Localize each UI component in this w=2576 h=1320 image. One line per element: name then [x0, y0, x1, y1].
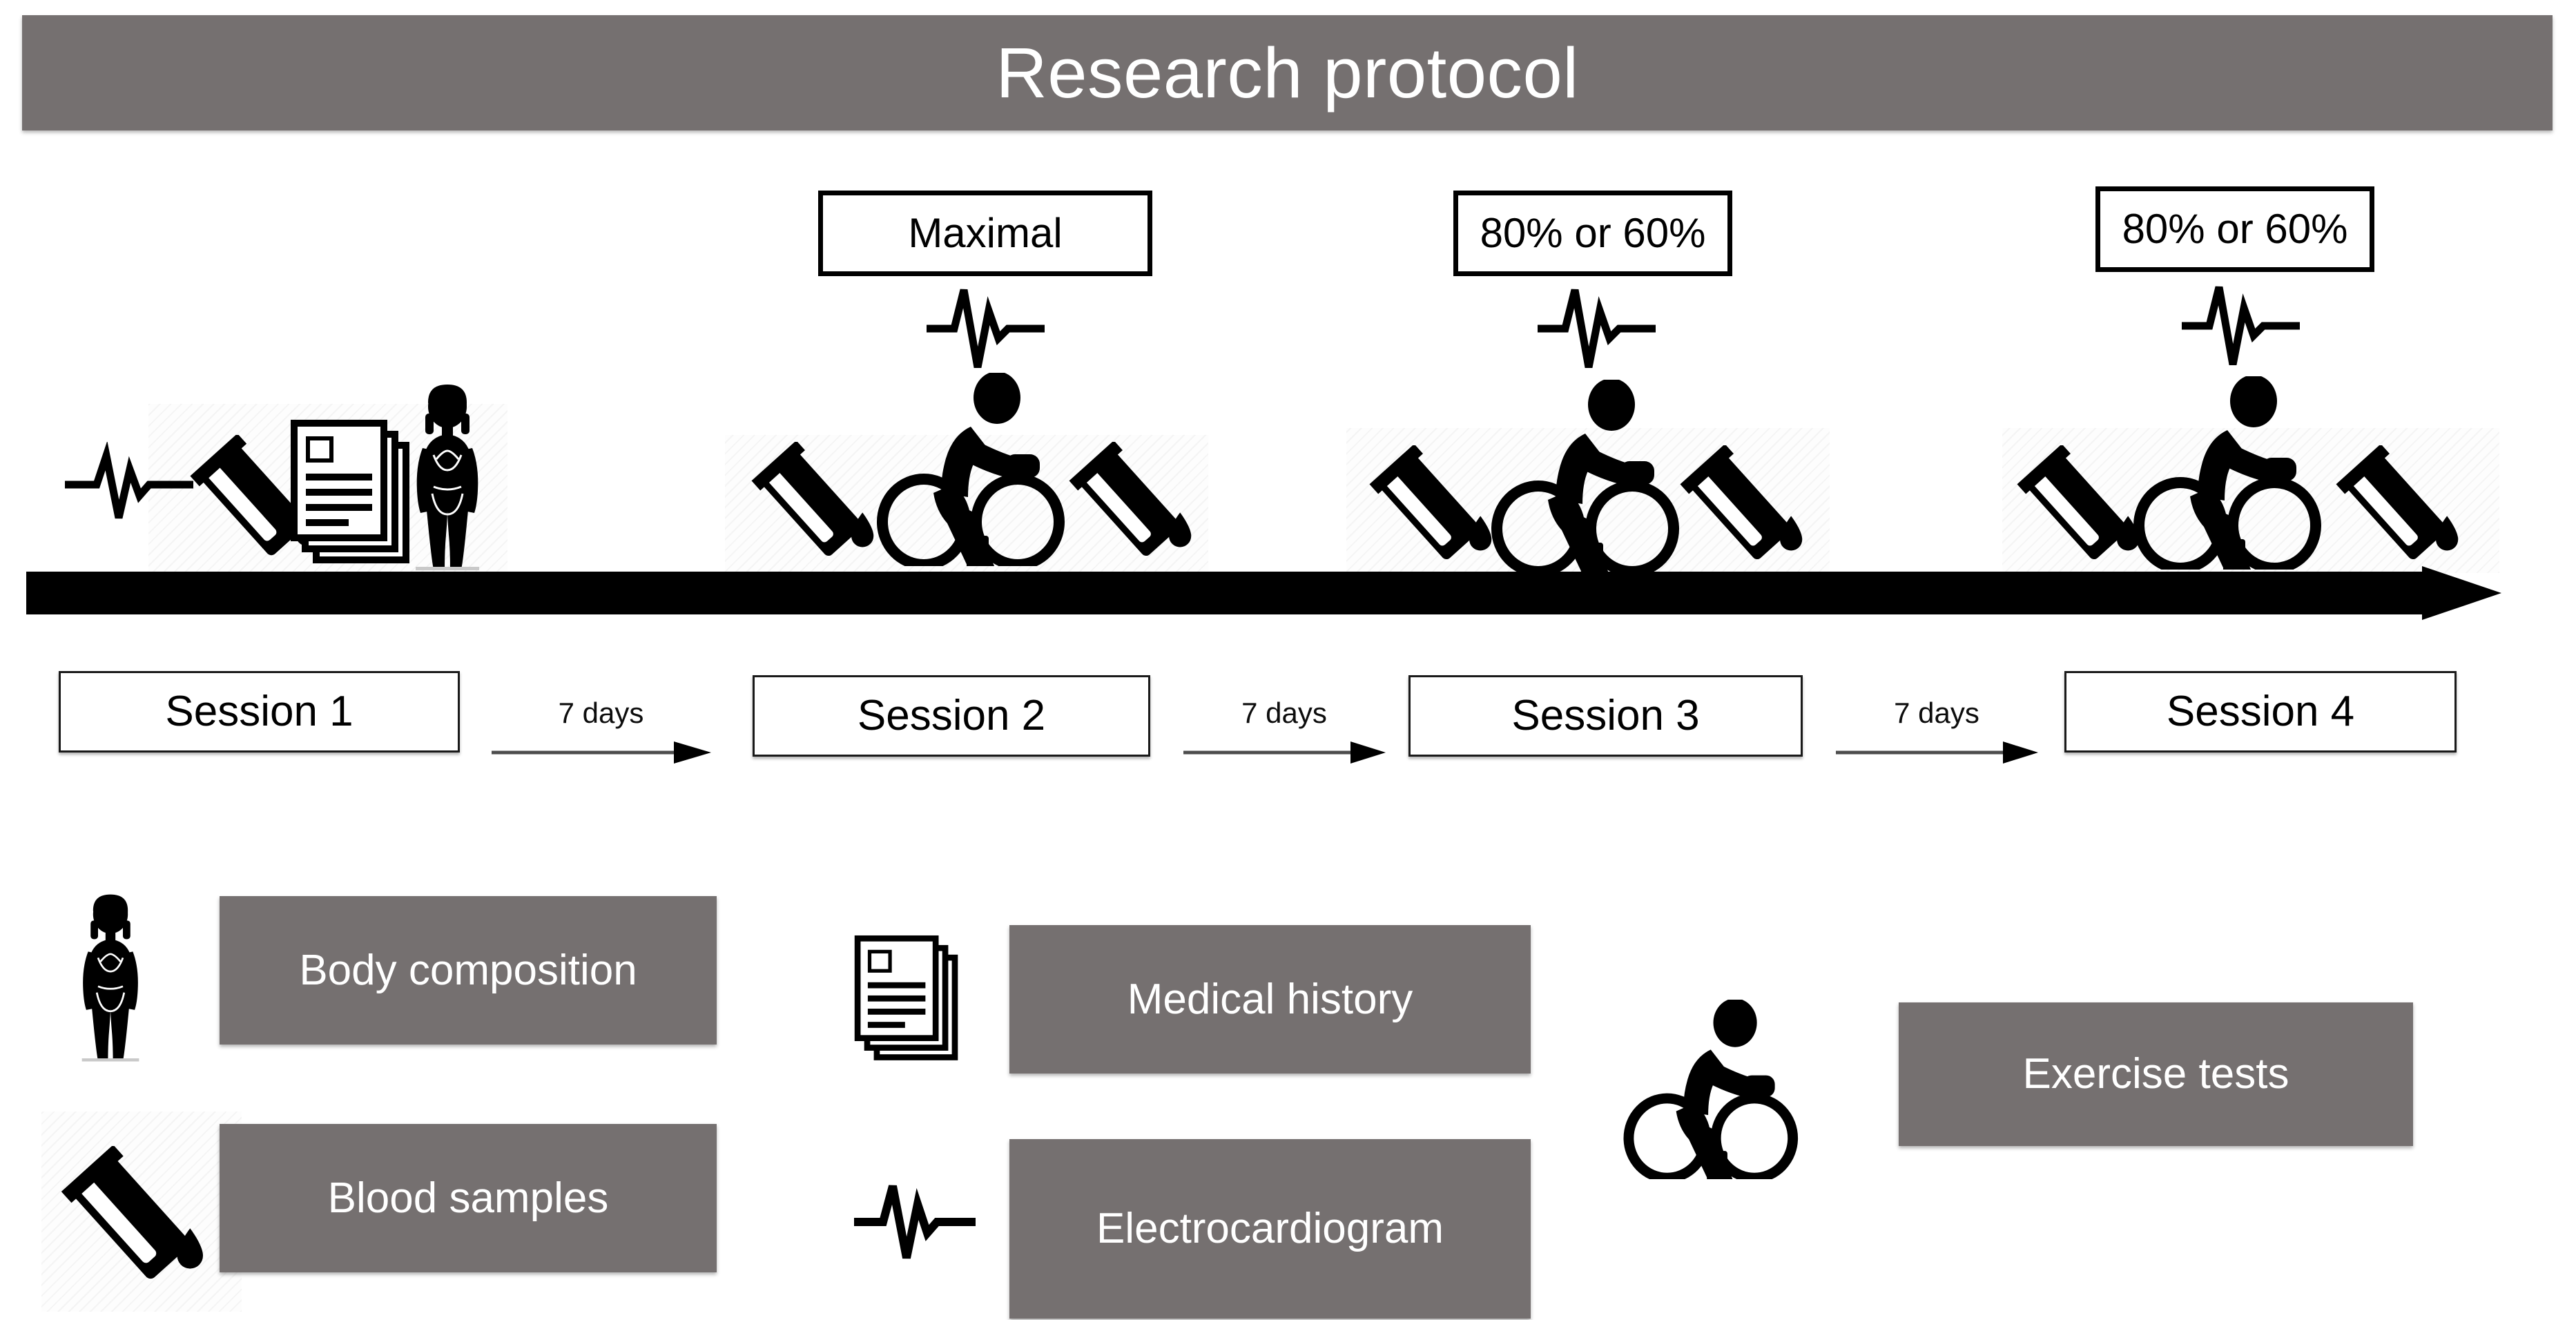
ecg-icon: [1536, 279, 1657, 372]
blood-tube-icon: [1678, 445, 1809, 570]
session-label: Session 3: [1511, 692, 1700, 739]
intensity-label: 80% or 60%: [1480, 210, 1706, 256]
legend-box-exercise-tests[interactable]: Exercise tests: [1899, 1002, 2413, 1146]
blood-tube-icon: [1367, 445, 1498, 570]
intensity-label: 80% or 60%: [2122, 206, 2348, 252]
session-label: Session 4: [2166, 688, 2355, 735]
intensity-box-session3: 80% or 60%: [1453, 191, 1732, 276]
ecg-icon: [853, 1174, 977, 1263]
session-label: Session 1: [165, 688, 354, 735]
intensity-box-session4: 80% or 60%: [2095, 186, 2374, 272]
legend-box-blood-samples[interactable]: Blood samples: [220, 1124, 717, 1272]
gap-arrow-icon: [489, 739, 713, 766]
gap-label: 7 days: [1241, 697, 1327, 729]
legend-label: Blood samples: [327, 1174, 609, 1222]
blood-tube-icon: [2334, 445, 2465, 570]
legend-box-medical-history[interactable]: Medical history: [1009, 925, 1531, 1074]
gap-label: 7 days: [1894, 697, 1979, 729]
legend-label: Body composition: [299, 946, 637, 994]
session-box-2[interactable]: Session 2: [753, 675, 1150, 757]
title-bar: Research protocol: [22, 15, 2553, 130]
session-box-1[interactable]: Session 1: [59, 671, 460, 753]
body-composition-icon: [69, 892, 152, 1065]
cyclist-icon: [1616, 1000, 1802, 1179]
session-box-4[interactable]: Session 4: [2064, 671, 2457, 753]
ecg-icon: [64, 442, 195, 525]
cyclist-icon: [869, 373, 1069, 566]
legend-label: Medical history: [1127, 975, 1413, 1023]
gap-2: 7 days: [1181, 699, 1388, 766]
gap-label: 7 days: [558, 697, 644, 729]
cyclist-icon: [2125, 376, 2325, 570]
legend-label: Exercise tests: [2022, 1050, 2289, 1098]
timeline-arrow: [26, 566, 2501, 620]
hatch-panel-legend-blood: [41, 1112, 242, 1312]
blood-tube-icon: [1067, 442, 1198, 566]
gap-1: 7 days: [489, 699, 713, 766]
page-title: Research protocol: [996, 33, 1579, 113]
session-label: Session 2: [857, 692, 1046, 739]
legend-label: Electrocardiogram: [1096, 1205, 1444, 1252]
session-box-3[interactable]: Session 3: [1408, 675, 1803, 757]
legend-box-electrocardiogram[interactable]: Electrocardiogram: [1009, 1139, 1531, 1319]
cyclist-icon: [1483, 380, 1683, 573]
legend-box-body-composition[interactable]: Body composition: [220, 896, 717, 1045]
ecg-icon: [2180, 276, 2301, 369]
medical-documents-icon: [851, 931, 971, 1069]
blood-tube-icon: [59, 1146, 211, 1291]
blood-tube-icon: [2015, 445, 2146, 570]
gap-3: 7 days: [1833, 699, 2040, 766]
body-composition-icon: [406, 382, 489, 574]
intensity-box-session2: Maximal: [818, 191, 1152, 276]
gap-arrow-icon: [1833, 739, 2040, 766]
medical-documents-icon: [287, 414, 425, 573]
blood-tube-icon: [749, 442, 880, 566]
intensity-label: Maximal: [908, 210, 1063, 256]
ecg-icon: [925, 279, 1046, 372]
gap-arrow-icon: [1181, 739, 1388, 766]
